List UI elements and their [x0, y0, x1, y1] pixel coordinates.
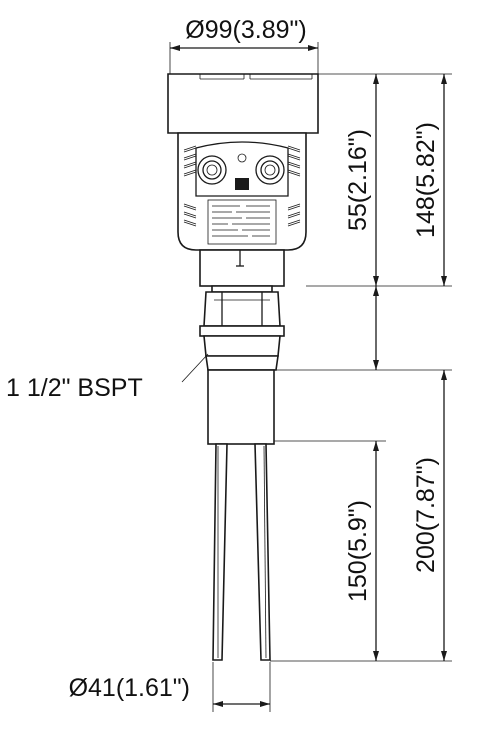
nameplate — [207, 199, 277, 245]
ground-screw-icon — [235, 178, 249, 190]
label-probe-length: 200(7.87") — [412, 457, 440, 573]
dim-fork-diameter: Ø41(1.61") — [69, 662, 271, 712]
vent-slots-right — [287, 145, 301, 227]
thread — [205, 355, 279, 371]
label-housing-height: 55(2.16") — [344, 129, 372, 231]
vent-slots-left — [183, 145, 197, 227]
tuning-fork — [212, 443, 271, 661]
thread-leader: 1 1/2" BSPT — [6, 353, 209, 402]
label-fork-diameter: Ø41(1.61") — [69, 674, 190, 702]
housing — [167, 73, 319, 251]
cable-entry-right — [255, 155, 285, 185]
dim-housing-height: 55(2.16") — [344, 74, 379, 370]
probe-body — [207, 369, 275, 445]
label-thread-type: 1 1/2" BSPT — [6, 374, 143, 402]
label-top-to-thread: 148(5.82") — [412, 122, 440, 238]
dim-fork-length: 150(5.9") — [344, 441, 379, 661]
dim-top-to-thread: 148(5.82") — [412, 74, 447, 286]
label-fork-length: 150(5.9") — [344, 500, 372, 602]
extension-lines-right — [270, 73, 452, 662]
neck — [199, 249, 285, 287]
dim-housing-diameter: Ø99(3.89") — [169, 16, 319, 78]
hex-nut — [199, 285, 285, 357]
cable-entry-left — [197, 155, 227, 185]
dim-probe-length: 200(7.87") — [412, 370, 447, 661]
label-housing-diameter: Ø99(3.89") — [185, 16, 306, 44]
